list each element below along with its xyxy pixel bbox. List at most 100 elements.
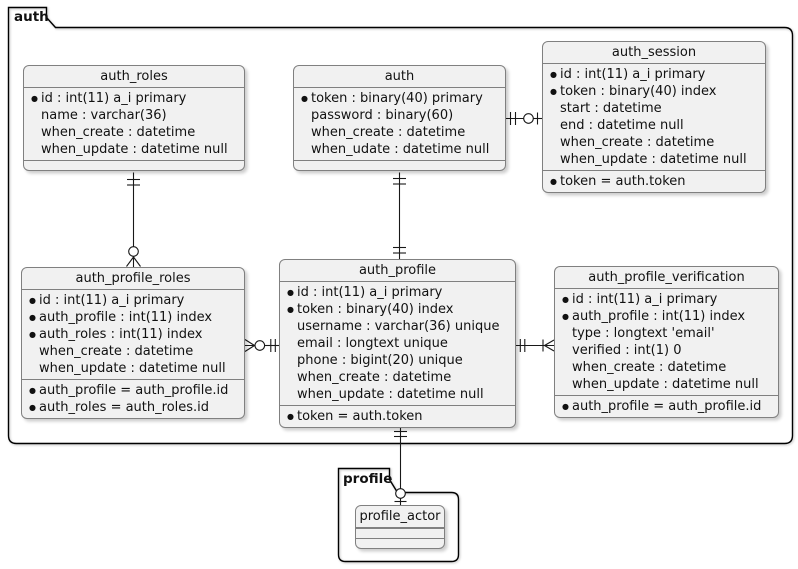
entity-constraints: ● token = auth.token (543, 170, 765, 192)
entity-attributes: ● id : int(11) a_i primary name : varcha… (24, 88, 244, 160)
entity-attributes: ● token : binary(40) primary password : … (294, 88, 505, 160)
key-dot-icon: ● (287, 288, 294, 297)
attribute-row: when_create : datetime (559, 359, 775, 376)
attribute-row: when_update : datetime null (547, 151, 762, 168)
attribute-row: end : datetime null (547, 117, 762, 134)
entity-title: auth_session (543, 42, 765, 64)
attribute-row: when_update : datetime null (26, 360, 241, 377)
attribute-text: when_create : datetime (572, 360, 727, 375)
attribute-row: ● id : int(11) a_i primary (28, 90, 241, 107)
attribute-text: when_create : datetime (311, 125, 466, 140)
attribute-row: ● id : int(11) a_i primary (547, 66, 762, 83)
frame-profile-label: profile (343, 471, 393, 487)
attribute-row: password : binary(60) (298, 107, 502, 124)
attribute-row: when_udate : datetime null (298, 141, 502, 158)
key-dot-icon (547, 100, 560, 117)
attribute-row: when_create : datetime (26, 343, 241, 360)
constraint-row: ● token = auth.token (284, 408, 512, 425)
key-dot-icon (547, 117, 560, 134)
attribute-row: when_update : datetime null (28, 141, 241, 158)
key-dot-icon: ● (287, 412, 294, 421)
attribute-text: when_update : datetime null (560, 152, 747, 167)
key-dot-icon: ● (550, 87, 557, 96)
key-dot-icon: ● (301, 94, 308, 103)
attribute-text: when_update : datetime null (572, 377, 759, 392)
entity-empty-compartment (356, 528, 444, 538)
key-dot-icon: ● (550, 70, 557, 79)
relation-auth-auth_profile (393, 172, 406, 259)
key-dot-icon (284, 318, 297, 335)
attribute-row: verified : int(1) 0 (559, 342, 775, 359)
entity-auth_profile_roles: auth_profile_roles ● id : int(11) a_i pr… (21, 267, 245, 419)
entity-title: auth_profile_roles (22, 268, 244, 290)
key-dot-icon (28, 141, 41, 158)
key-dot-icon (298, 141, 311, 158)
attribute-text: auth_roles : int(11) index (39, 327, 203, 342)
entity-title: auth_profile (280, 260, 515, 282)
key-dot-icon (284, 386, 297, 403)
attribute-row: when_create : datetime (284, 369, 512, 386)
entity-auth_roles: auth_roles ● id : int(11) a_i primary na… (23, 65, 245, 171)
attribute-row: ● id : int(11) a_i primary (559, 291, 775, 308)
key-dot-icon (559, 325, 572, 342)
attribute-text: when_update : datetime null (41, 142, 228, 157)
key-dot-icon: ● (29, 330, 36, 339)
entity-attributes: ● id : int(11) a_i primary ● token : bin… (280, 282, 515, 405)
attribute-row: ● token : binary(40) primary (298, 90, 502, 107)
constraint-row: ● auth_profile = auth_profile.id (559, 398, 775, 415)
entity-constraints: ● auth_profile = auth_profile.id ● auth_… (22, 379, 244, 418)
attribute-row: when_create : datetime (298, 124, 502, 141)
attribute-row: ● token : binary(40) index (284, 301, 512, 318)
relation-auth-auth_session (506, 112, 542, 125)
attribute-row: when_create : datetime (28, 124, 241, 141)
attribute-row: name : varchar(36) (28, 107, 241, 124)
attribute-text: when_create : datetime (39, 344, 194, 359)
entity-attributes: ● id : int(11) a_i primary ● auth_profil… (22, 290, 244, 379)
key-dot-icon (298, 107, 311, 124)
constraint-text: auth_profile = auth_profile.id (572, 399, 762, 414)
attribute-text: when_create : datetime (41, 125, 196, 140)
entity-auth_session: auth_session ● id : int(11) a_i primary … (542, 41, 766, 193)
key-dot-icon: ● (29, 386, 36, 395)
attribute-text: when_update : datetime null (297, 387, 484, 402)
attribute-text: token : binary(40) primary (311, 91, 483, 106)
attribute-row: ● auth_profile : int(11) index (26, 309, 241, 326)
attribute-row: ● id : int(11) a_i primary (284, 284, 512, 301)
constraint-row: ● auth_profile = auth_profile.id (26, 382, 241, 399)
relation-auth_profile-auth_profile_verification (516, 339, 555, 352)
key-dot-icon (547, 151, 560, 168)
constraint-text: auth_profile = auth_profile.id (39, 383, 229, 398)
entity-attributes: ● id : int(11) a_i primary ● token : bin… (543, 64, 765, 170)
attribute-text: id : int(11) a_i primary (560, 67, 706, 82)
entity-empty-compartment (294, 160, 505, 170)
constraint-text: token = auth.token (560, 174, 686, 189)
attribute-row: start : datetime (547, 100, 762, 117)
entity-title: profile_actor (356, 506, 444, 528)
attribute-row: type : longtext 'email' (559, 325, 775, 342)
relation-auth_roles-auth_profile_roles (126, 172, 141, 267)
entity-title: auth (294, 66, 505, 88)
attribute-text: email : longtext unique (297, 336, 448, 351)
attribute-text: token : binary(40) index (297, 302, 454, 317)
attribute-text: when_create : datetime (297, 370, 452, 385)
attribute-text: end : datetime null (560, 118, 684, 133)
attribute-row: ● auth_roles : int(11) index (26, 326, 241, 343)
key-dot-icon (298, 124, 311, 141)
attribute-text: id : int(11) a_i primary (572, 292, 718, 307)
relation-auth_profile_roles-auth_profile (244, 339, 279, 352)
key-dot-icon: ● (562, 312, 569, 321)
key-dot-icon: ● (31, 94, 38, 103)
attribute-text: name : varchar(36) (41, 108, 167, 123)
attribute-row: when_update : datetime null (284, 386, 512, 403)
attribute-row: ● token : binary(40) index (547, 83, 762, 100)
attribute-row: username : varchar(36) unique (284, 318, 512, 335)
key-dot-icon: ● (550, 177, 557, 186)
key-dot-icon (284, 369, 297, 386)
key-dot-icon (28, 107, 41, 124)
attribute-text: id : int(11) a_i primary (39, 293, 185, 308)
key-dot-icon: ● (29, 403, 36, 412)
entity-empty-compartment (24, 160, 244, 170)
constraint-row: ● token = auth.token (547, 173, 762, 190)
